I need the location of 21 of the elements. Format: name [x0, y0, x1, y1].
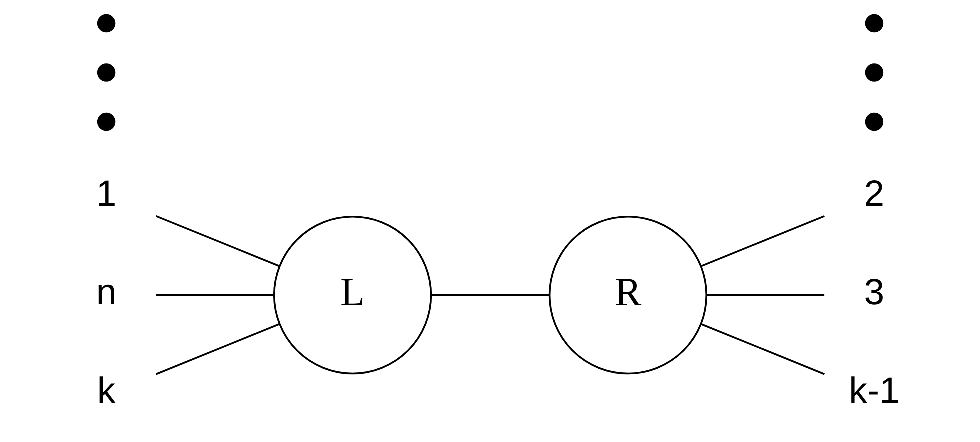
- connector: [700, 324, 824, 376]
- node-text: k-1: [848, 370, 900, 411]
- connector: [155, 323, 280, 376]
- node-text: 1: [96, 172, 116, 214]
- connector: [155, 215, 280, 268]
- connector: [156, 294, 274, 296]
- node-text: k: [96, 370, 116, 411]
- node-circle: L: [272, 216, 432, 375]
- connector: [431, 294, 549, 296]
- node-dot: [864, 14, 884, 33]
- node-text: 3: [864, 271, 884, 312]
- node-dot: [96, 64, 116, 82]
- node-dot: [96, 14, 116, 33]
- node-circle: R: [548, 216, 708, 375]
- node-dot: [864, 112, 884, 132]
- node-text: n: [96, 271, 116, 312]
- node-dot: [96, 112, 116, 132]
- node-dot: [864, 64, 884, 82]
- connector: [700, 215, 824, 268]
- connector: [706, 294, 824, 296]
- node-text: 2: [864, 172, 884, 214]
